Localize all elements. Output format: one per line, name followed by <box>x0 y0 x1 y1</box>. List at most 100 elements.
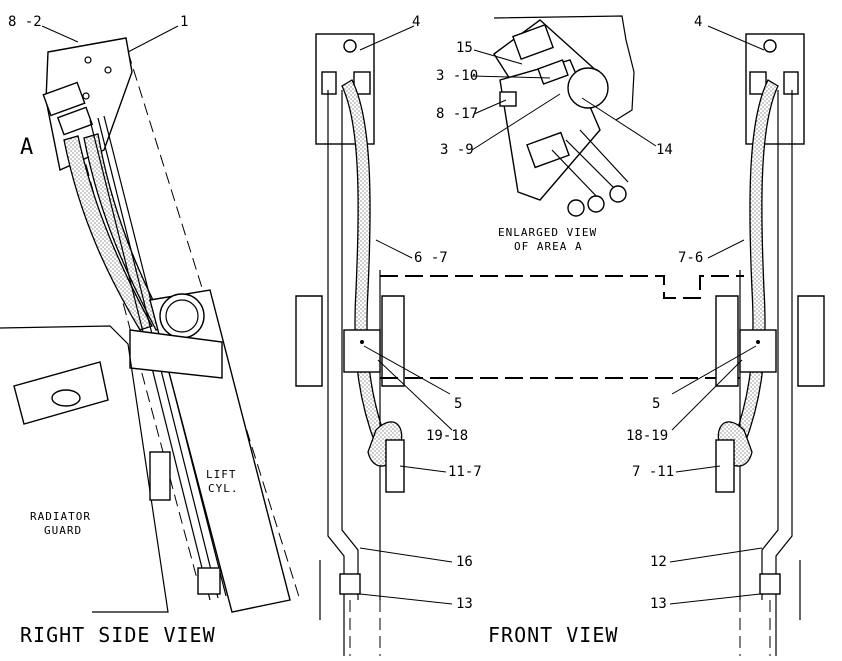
right-side-view-caption: RIGHT SIDE VIEW <box>20 623 216 647</box>
callout-15: 15 <box>456 40 473 56</box>
callout-12: 12 <box>650 554 667 570</box>
tube-outer <box>327 90 345 656</box>
lower-fitting <box>197 567 221 595</box>
top-fitting-left <box>343 39 357 53</box>
enlarged-bolt <box>499 91 517 107</box>
tube-outer <box>775 90 793 656</box>
tube-end <box>587 195 605 213</box>
front-view-caption: FRONT VIEW <box>488 623 618 647</box>
leader <box>581 97 657 147</box>
enlarged-caption-2: OF AREA A <box>514 240 583 253</box>
enlarged-boundary <box>493 15 635 121</box>
lift-cyl-label-2: CYL. <box>208 482 239 495</box>
leader <box>471 93 561 151</box>
guard-plate-hole <box>51 389 81 407</box>
leader <box>359 547 453 563</box>
callout-1: 1 <box>180 14 188 30</box>
arm-boss <box>715 295 739 387</box>
cylinder-pivot <box>159 293 205 339</box>
callout-3-9: 3 -9 <box>440 142 474 158</box>
enlarged-tube <box>551 149 601 201</box>
callout-7-6: 7-6 <box>678 250 703 266</box>
tube-end <box>609 185 627 203</box>
leader <box>375 239 413 259</box>
leader <box>127 25 179 53</box>
callout-14: 14 <box>656 142 673 158</box>
lower-bracket <box>715 439 735 493</box>
callout-19-18: 19-18 <box>426 428 468 444</box>
leader <box>669 593 761 605</box>
callout-5-left: 5 <box>454 396 462 412</box>
bottom-fitting <box>339 573 361 595</box>
leader <box>669 547 763 563</box>
leader <box>359 593 453 605</box>
clamp-dot <box>756 340 760 344</box>
leader <box>707 25 765 51</box>
lower-bracket <box>385 439 405 493</box>
bottom-fitting <box>759 573 781 595</box>
radiator-guard-label-2: GUARD <box>44 524 82 537</box>
leader <box>675 465 721 473</box>
enlarged-caption-1: ENLARGED VIEW <box>498 226 597 239</box>
tube-end <box>567 199 585 217</box>
hose-left <box>63 135 153 331</box>
fitting-block <box>42 81 86 117</box>
radiator-guard-label-1: RADIATOR <box>30 510 91 523</box>
frame-dashed-top <box>380 275 744 299</box>
callout-6-7: 6 -7 <box>414 250 448 266</box>
area-a-marker: A <box>20 135 33 160</box>
leader <box>41 25 79 43</box>
callout-8-17: 8 -17 <box>436 106 478 122</box>
callout-13-left: 13 <box>456 596 473 612</box>
leader <box>377 359 453 431</box>
clamp-plate-left <box>343 329 381 373</box>
leader <box>363 345 451 395</box>
leader <box>671 345 757 395</box>
callout-5-right: 5 <box>652 396 660 412</box>
leader <box>707 239 745 259</box>
front-view-left: 4 6 -7 5 19-18 11-7 16 13 <box>295 14 482 656</box>
front-view-right: 4 7-6 5 18-19 7 -11 12 13 <box>626 14 825 656</box>
side-fitting <box>783 71 799 95</box>
bracket-hole <box>82 92 90 100</box>
callout-4-left: 4 <box>412 14 420 30</box>
callout-11-7: 11-7 <box>448 464 482 480</box>
radiator-guard <box>0 325 169 613</box>
side-fitting <box>321 71 337 95</box>
arm-boss <box>295 295 323 387</box>
clamp-plate-right <box>739 329 777 373</box>
lower-clamp <box>149 451 171 501</box>
leader <box>473 99 507 115</box>
callout-16: 16 <box>456 554 473 570</box>
leader <box>671 359 743 431</box>
cylinder-pivot-inner <box>165 299 199 333</box>
callout-13-right: 13 <box>650 596 667 612</box>
leader <box>471 75 551 79</box>
callout-8-2: 8 -2 <box>8 14 42 30</box>
fitting-block <box>56 106 94 136</box>
callout-4-right: 4 <box>694 14 702 30</box>
callout-7-11: 7 -11 <box>632 464 674 480</box>
leader <box>399 465 447 473</box>
enlarged-clamp <box>526 131 570 169</box>
top-fitting-right <box>763 39 777 53</box>
lift-cyl-label-1: LIFT <box>206 468 237 481</box>
clamp-dot <box>360 340 364 344</box>
boom-centerline <box>127 51 301 601</box>
arm-boss <box>381 295 405 387</box>
bracket-hole <box>84 56 92 64</box>
leader <box>359 25 415 51</box>
enlarged-view: 15 3 -10 8 -17 3 -9 14 ENLARGED VIEW OF … <box>436 15 673 253</box>
leader <box>473 49 523 65</box>
enlarged-tube <box>579 129 629 183</box>
enlarged-tube <box>565 139 617 191</box>
callout-18-19: 18-19 <box>626 428 668 444</box>
enlarged-fitting <box>512 24 554 60</box>
bracket-hole <box>104 66 112 74</box>
enlarged-boss <box>567 67 609 109</box>
callout-3-10: 3 -10 <box>436 68 478 84</box>
arm-boss <box>797 295 825 387</box>
right-side-view: 8 -2 1 A LIFT CYL. RADIATOR GUARD RIGHT … <box>0 14 301 647</box>
